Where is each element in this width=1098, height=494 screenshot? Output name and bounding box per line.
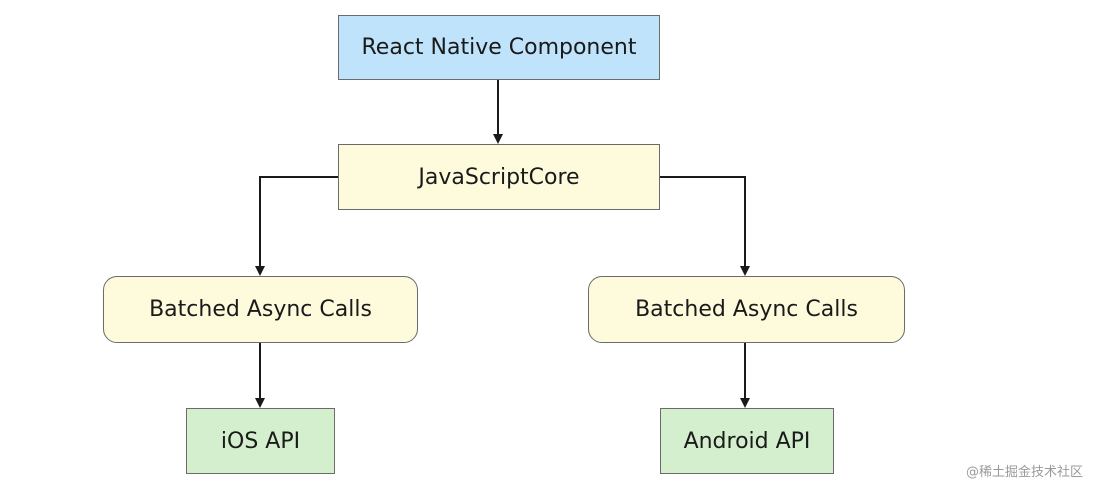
javascriptcore-node: JavaScriptCore [338, 144, 660, 210]
android-api-node: Android API [660, 408, 834, 474]
watermark-text: @稀土掘金技术社区 [966, 465, 1084, 480]
react-native-component-node: React Native Component [338, 15, 660, 80]
batched-async-calls-right-node: Batched Async Calls [588, 276, 905, 343]
batched-async-calls-left-node: Batched Async Calls [103, 276, 418, 343]
ios-api-node: iOS API [186, 408, 335, 474]
arrow-engine-to-batched-left [255, 176, 338, 276]
arrow-engine-to-batched-right [660, 176, 750, 276]
